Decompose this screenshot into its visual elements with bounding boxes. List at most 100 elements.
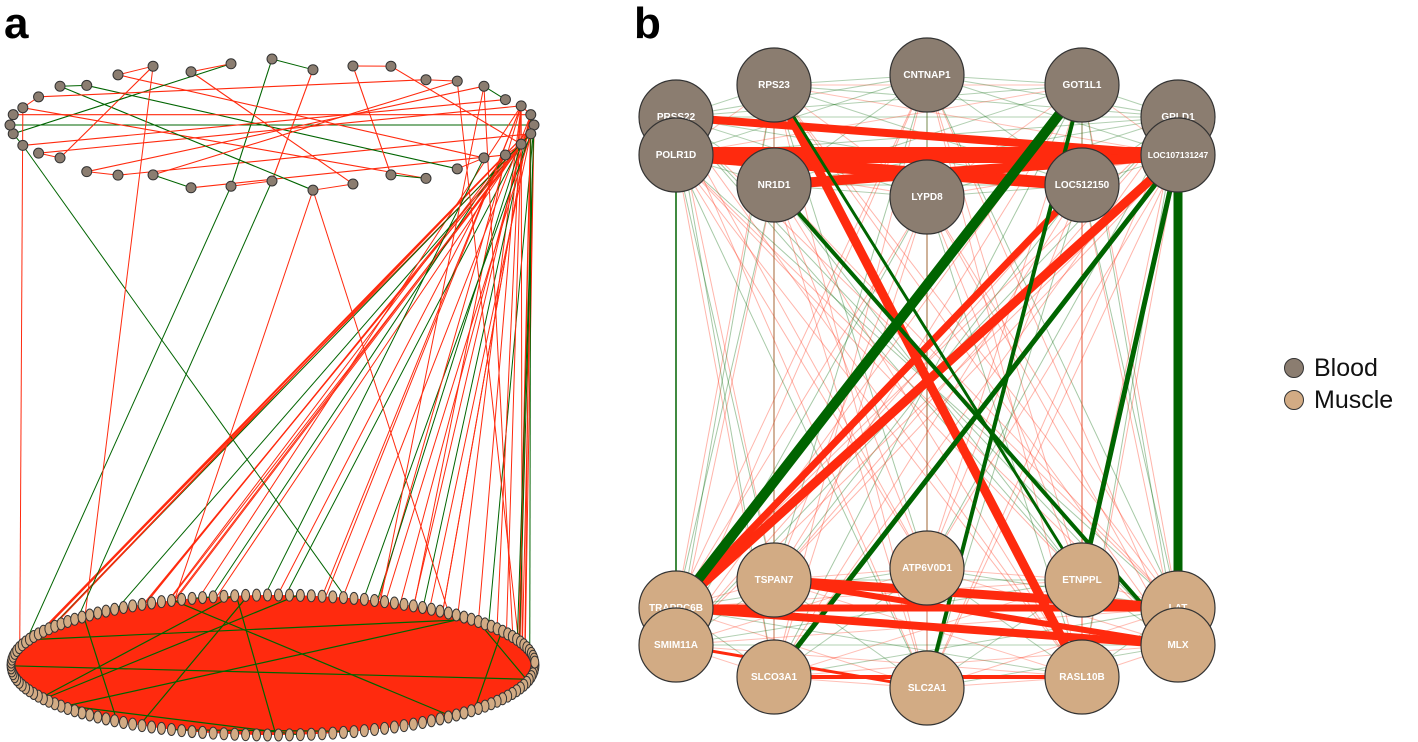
cross-edge (324, 105, 522, 599)
muscle-node (198, 591, 208, 605)
blood-node (185, 182, 197, 194)
blood-gene-node: LOC107131247 (1140, 117, 1216, 193)
blood-gene-circle (1044, 47, 1120, 123)
edge (675, 154, 1083, 678)
blood-node (525, 109, 537, 121)
cross-edge (209, 154, 506, 599)
muscle-gene-circle (1044, 639, 1120, 715)
muscle-node (359, 592, 369, 606)
blood-node (33, 91, 45, 103)
muscle-node (198, 725, 208, 739)
muscle-node (273, 728, 283, 742)
edge (926, 196, 1179, 609)
muscle-module-fill (11, 595, 535, 735)
muscle-node (435, 712, 445, 726)
blood-node (420, 74, 432, 86)
panel-label-b: b (634, 0, 661, 48)
legend-blood-label: Blood (1314, 353, 1378, 382)
ring-edge (190, 154, 506, 189)
muscle-gene-node: SMIM11A (638, 607, 714, 683)
blood-node (478, 80, 490, 92)
muscle-node (349, 591, 359, 605)
muscle-node (101, 604, 111, 618)
muscle-node (263, 588, 273, 602)
strong-edge (1079, 152, 1181, 583)
cross-edge (31, 154, 506, 642)
muscle-node (306, 589, 316, 603)
blood-node (478, 152, 490, 164)
edge (675, 579, 1083, 646)
blood-node (33, 147, 45, 159)
muscle-gene-circle (889, 650, 965, 726)
module-edge (28, 618, 472, 641)
edge (675, 74, 928, 609)
ring-edge (59, 85, 314, 191)
muscle-gene-circle (1140, 607, 1216, 683)
edge (926, 154, 1179, 569)
blood-node (17, 102, 29, 114)
muscle-node (110, 602, 120, 616)
cross-edge (263, 157, 485, 597)
muscle-gene-label: SLCO3A1 (751, 672, 798, 683)
edge (773, 184, 1083, 678)
muscle-gene-label: TSPAN7 (755, 575, 794, 586)
module-edge (477, 621, 529, 682)
muscle-gene-label: ETNPPL (1062, 575, 1101, 586)
cross-edge (441, 114, 532, 614)
cross-edge (15, 186, 232, 663)
cross-edge (456, 81, 520, 646)
strong-edge (671, 80, 1087, 613)
muscle-gene-node: ATP6V0D1 (889, 530, 965, 606)
muscle-node (137, 719, 147, 733)
legend-item-blood: Blood (1284, 352, 1393, 384)
edge (675, 607, 928, 689)
legend-muscle-swatch (1284, 390, 1304, 410)
ring-edge (22, 107, 427, 179)
panel-b-nodes: PRSS22RPS23CNTNAP1GOT1L1GPLD1POLR1DNR1D1… (638, 37, 1216, 726)
cross-edge (428, 133, 532, 611)
blood-node (225, 58, 237, 70)
blood-gene-label: LOC107131247 (1148, 150, 1209, 160)
edge (675, 154, 928, 569)
muscle-node (147, 596, 157, 610)
muscle-node (530, 655, 540, 669)
blood-node (420, 172, 432, 184)
edge (675, 196, 928, 609)
muscle-node (317, 589, 327, 603)
blood-node (347, 178, 359, 190)
muscle-gene-node: SLCO3A1 (736, 639, 812, 715)
blood-node (266, 53, 278, 65)
muscle-node (137, 597, 147, 611)
muscle-node (408, 599, 418, 613)
muscle-node (399, 597, 409, 611)
edge (1081, 184, 1179, 609)
panel-a-network (4, 53, 540, 742)
strong-edge (771, 577, 1181, 648)
muscle-gene-circle (736, 639, 812, 715)
muscle-node (328, 590, 338, 604)
legend: Blood Muscle (1284, 352, 1393, 416)
muscle-gene-node: SLC2A1 (889, 650, 965, 726)
edge (773, 184, 928, 689)
cross-edge (173, 190, 314, 602)
edge (675, 644, 1083, 678)
blood-node (147, 169, 159, 181)
blood-node (81, 166, 93, 178)
blood-node (385, 60, 397, 72)
blood-node (266, 175, 278, 187)
muscle-node (110, 714, 120, 728)
edge (675, 607, 1083, 678)
muscle-gene-circle (736, 542, 812, 618)
ring-edge (390, 174, 427, 179)
blood-gene-circle (638, 117, 714, 193)
blood-gene-node: RPS23 (736, 47, 812, 123)
muscle-node (166, 593, 176, 607)
muscle-node (370, 593, 380, 607)
muscle-node (118, 715, 128, 729)
muscle-node (359, 724, 369, 738)
muscle-node (273, 588, 283, 602)
ring-edge (230, 180, 273, 187)
muscle-node (380, 721, 390, 735)
muscle-node (426, 602, 436, 616)
blood-gene-label: LYPD8 (911, 192, 943, 203)
